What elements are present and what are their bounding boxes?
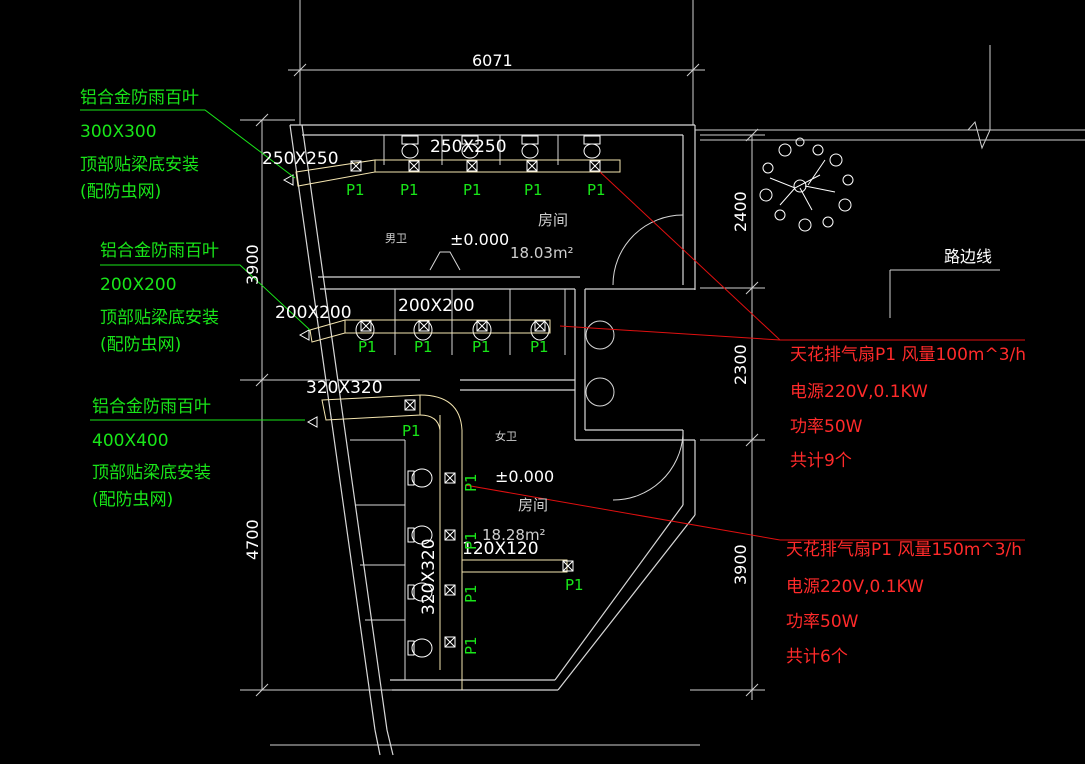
fan-tag: P1 <box>463 181 482 199</box>
louver-arrows <box>282 174 318 428</box>
exhaust-ducts <box>295 159 621 690</box>
louver-note: (配防虫网) <box>80 182 161 202</box>
spec-line: 功率50W <box>790 417 863 437</box>
mens-area: 18.03m² <box>510 244 574 262</box>
womens-room-name: 女卫 <box>495 429 517 443</box>
spec-line: 天花排气扇P1 风量100m^3/h <box>790 345 1026 365</box>
fan-tag: P1 <box>462 636 480 655</box>
louver-size: 300X300 <box>80 122 157 142</box>
duct-size-lower-main: 320X320 <box>306 378 383 398</box>
dim-right-middle: 2300 <box>731 344 750 385</box>
fan-tag: P1 <box>414 338 433 356</box>
fan-tag: P1 <box>400 181 419 199</box>
dim-left-lower: 4700 <box>243 519 262 560</box>
spec-line: 电源220V,0.1KW <box>786 577 924 597</box>
dim-top: 6071 <box>472 51 513 70</box>
louver-title: 铝合金防雨百叶 <box>92 397 211 417</box>
fan-tag: P1 <box>402 422 421 440</box>
womens-elevation: ±0.000 <box>495 467 554 486</box>
mens-room-name: 男卫 <box>385 232 407 245</box>
louver-mount: 顶部贴梁底安装 <box>100 308 219 328</box>
mens-elevation: ±0.000 <box>450 230 509 249</box>
spec-line: 共计6个 <box>786 647 848 667</box>
road-edge-line <box>695 45 1085 318</box>
louver-size: 200X200 <box>100 275 177 295</box>
exhaust-fans <box>350 160 601 648</box>
building-walls <box>289 124 696 756</box>
fan-tag: P1 <box>462 584 480 603</box>
road-edge-label: 路边线 <box>944 247 992 266</box>
fan-tags: P1 P1 P1 P1 P1 P1 P1 P1 P1 P1 P1 P1 P1 P… <box>346 181 606 655</box>
fan-tag: P1 <box>346 181 365 199</box>
louver-note: (配防虫网) <box>100 335 181 355</box>
louver-note-1: 铝合金防雨百叶 300X300 顶部贴梁底安装 (配防虫网) <box>80 88 199 202</box>
tree-symbol <box>759 137 854 232</box>
duct-size-upper-right: 250X250 <box>430 137 507 157</box>
womens-area: 18.28m² <box>482 526 546 544</box>
dimension-labels: 6071 3900 4700 2400 2300 3900 <box>243 51 750 585</box>
dim-right-lower: 3900 <box>731 544 750 585</box>
duct-size-middle-left: 200X200 <box>275 303 352 323</box>
louver-size: 400X400 <box>92 431 169 451</box>
dimension-lines <box>240 0 765 746</box>
leader-lines <box>80 109 1025 541</box>
spec-line: 共计9个 <box>790 451 852 471</box>
mens-room-label: 房间 <box>538 211 568 229</box>
louver-note-2: 铝合金防雨百叶 200X200 顶部贴梁底安装 (配防虫网) <box>100 241 219 355</box>
fan-tag: P1 <box>565 576 584 594</box>
fan-tag: P1 <box>472 338 491 356</box>
fan-spec-2: 天花排气扇P1 风量150m^3/h 电源220V,0.1KW 功率50W 共计… <box>786 540 1022 667</box>
spec-line: 功率50W <box>786 612 859 632</box>
duct-size-lower-branch: 120X120 <box>462 539 539 559</box>
louver-title: 铝合金防雨百叶 <box>100 241 219 261</box>
duct-size-middle-right: 200X200 <box>398 296 475 316</box>
womens-room-label: 房间 <box>518 496 548 514</box>
fan-tag: P1 <box>530 338 549 356</box>
fan-tag: P1 <box>462 473 480 492</box>
dim-right-upper: 2400 <box>731 191 750 232</box>
stall-partitions <box>350 135 566 680</box>
duct-size-upper-left: 250X250 <box>262 149 339 169</box>
louver-title: 铝合金防雨百叶 <box>80 88 199 108</box>
duct-size-labels: 250X250 250X250 200X200 200X200 320X320 … <box>262 137 539 615</box>
fan-tag: P1 <box>462 531 480 550</box>
dim-left-upper: 3900 <box>243 244 262 285</box>
duct-size-lower-vertical: 320X320 <box>419 538 439 615</box>
spec-line: 电源220V,0.1KW <box>790 382 928 402</box>
fan-spec-1: 天花排气扇P1 风量100m^3/h 电源220V,0.1KW 功率50W 共计… <box>790 345 1026 471</box>
louver-mount: 顶部贴梁底安装 <box>92 463 211 483</box>
toilet-fixtures <box>355 135 601 658</box>
fan-tag: P1 <box>524 181 543 199</box>
louver-mount: 顶部贴梁底安装 <box>80 155 199 175</box>
fan-tag: P1 <box>587 181 606 199</box>
spec-line: 天花排气扇P1 风量150m^3/h <box>786 540 1022 560</box>
louver-note-3: 铝合金防雨百叶 400X400 顶部贴梁底安装 (配防虫网) <box>92 397 211 510</box>
room-labels: 男卫 ±0.000 房间 18.03m² 女卫 ±0.000 房间 18.28m… <box>385 211 574 544</box>
louver-note: (配防虫网) <box>92 490 173 510</box>
fan-tag: P1 <box>358 338 377 356</box>
